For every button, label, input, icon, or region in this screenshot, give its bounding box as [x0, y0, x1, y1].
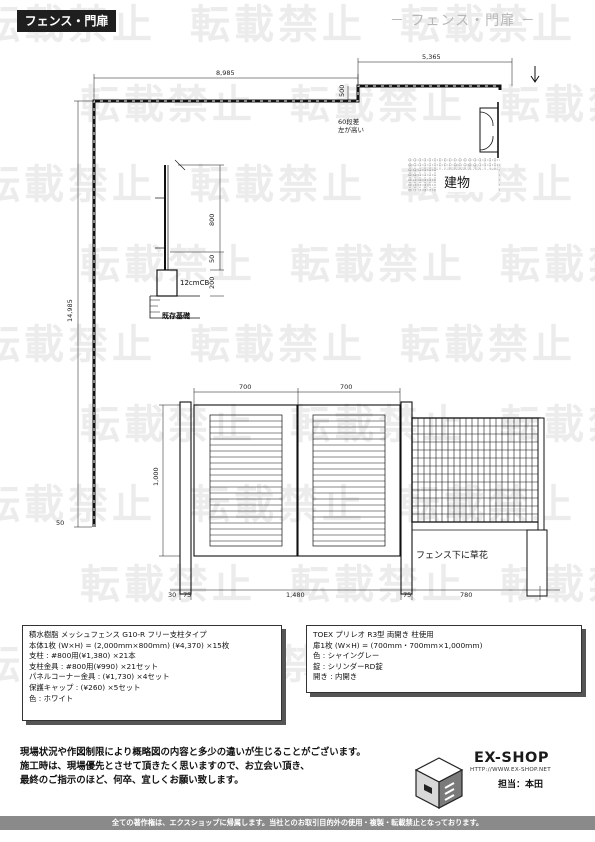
step-note-2: 左が高い — [338, 125, 364, 134]
dim-bottom-3: 75 — [403, 591, 411, 599]
dim-bottom-1: 75 — [183, 591, 191, 599]
mesh-pattern — [412, 418, 540, 522]
dim-bottom-small: 50 — [56, 519, 64, 527]
dim-step: 500 — [338, 85, 346, 97]
spec-line: 錠 : シリンダーRD錠 — [313, 661, 383, 671]
gate-slats — [210, 420, 385, 542]
dim-post-height: 800 — [208, 214, 216, 226]
spec-line: 本体1枚 (W×H) = (2,000mm×800mm) (¥4,370) ×1… — [29, 640, 230, 650]
notice-line: 現場状況や作図制限により概略図の内容と多少の違いが生じることがございます。 — [20, 747, 366, 758]
dim-gate-left: 700 — [239, 383, 251, 391]
plan-view — [74, 58, 540, 528]
dim-left: 14,985 — [66, 299, 74, 322]
spec-line: 積水樹脂 メッシュフェンス G10-R フリー支柱タイプ — [29, 630, 207, 639]
page-subtitle: － フェンス・門扉 － — [390, 13, 536, 29]
dim-gate-right: 700 — [340, 383, 352, 391]
dim-bottom-4: 780 — [460, 591, 472, 599]
copyright-footer: 全ての著作権は、エクスショップに帰属します。当社とのお取引目的外の使用・複製・転… — [0, 816, 595, 830]
foundation-label: 既存基礎 — [162, 311, 191, 320]
notice-line: 最終のご指示のほど、何卒、宜しくお願い致します。 — [20, 775, 244, 786]
spec-line: 支柱金具 : #800用(¥990) ×21セット — [29, 661, 159, 671]
logo-url[interactable]: HTTP://WWW.EX-SHOP.NET — [470, 767, 551, 773]
spec-line: 色 : ホワイト — [29, 693, 74, 703]
spec-line: パネルコーナー金具 : (¥1,730) ×4セット — [29, 672, 170, 682]
dim-bottom-0: 30 — [168, 591, 176, 599]
spec-line: 支柱 : #800用(¥1,380) ×21本 — [29, 651, 136, 661]
building-label: 建物 — [444, 176, 470, 191]
notice-line: 施工時は、現場優先とさせて頂きたく思いますので、お立会い頂き、 — [20, 761, 310, 772]
page-title: フェンス・門扉 — [17, 10, 116, 32]
person-in-charge: 担当：本田 — [498, 780, 544, 790]
ex-shop-logo-icon — [414, 757, 464, 809]
spec-line: 開き : 内開き — [313, 672, 358, 682]
dim-top-long: 8,985 — [216, 69, 235, 77]
dim-top-short: 5,365 — [422, 53, 441, 61]
plant-label: フェンス下に草花 — [416, 549, 488, 561]
gate-spec-box: TOEX プリレオ R3型 両開き 柱使用 扉1枚 (W×H) = (700mm… — [306, 625, 582, 693]
elevation-view — [159, 388, 560, 600]
dim-height: 1,000 — [152, 467, 160, 486]
spec-line: 扉1枚 (W×H) = (700mm・700mm×1,000mm) — [313, 640, 483, 650]
spec-line: TOEX プリレオ R3型 両開き 柱使用 — [313, 630, 434, 639]
dim-bottom-2: 1,480 — [286, 591, 305, 599]
section-detail — [149, 159, 224, 319]
fence-spec-box: 積水樹脂 メッシュフェンス G10-R フリー支柱タイプ 本体1枚 (W×H) … — [22, 625, 282, 721]
block-label: 12cmCB — [180, 279, 209, 287]
step-note-1: 60段差 — [338, 117, 360, 126]
logo-brand: EX-SHOP — [474, 750, 549, 766]
dim-200: 200 — [208, 277, 216, 289]
site-notice: 現場状況や作図制限により概略図の内容と多少の違いが生じることがございます。 施工… — [20, 746, 366, 788]
spec-line: 色 : シャイングレー — [313, 651, 380, 661]
dim-50: 50 — [208, 255, 216, 263]
spec-line: 保護キャップ : (¥260) ×5セット — [29, 682, 141, 692]
